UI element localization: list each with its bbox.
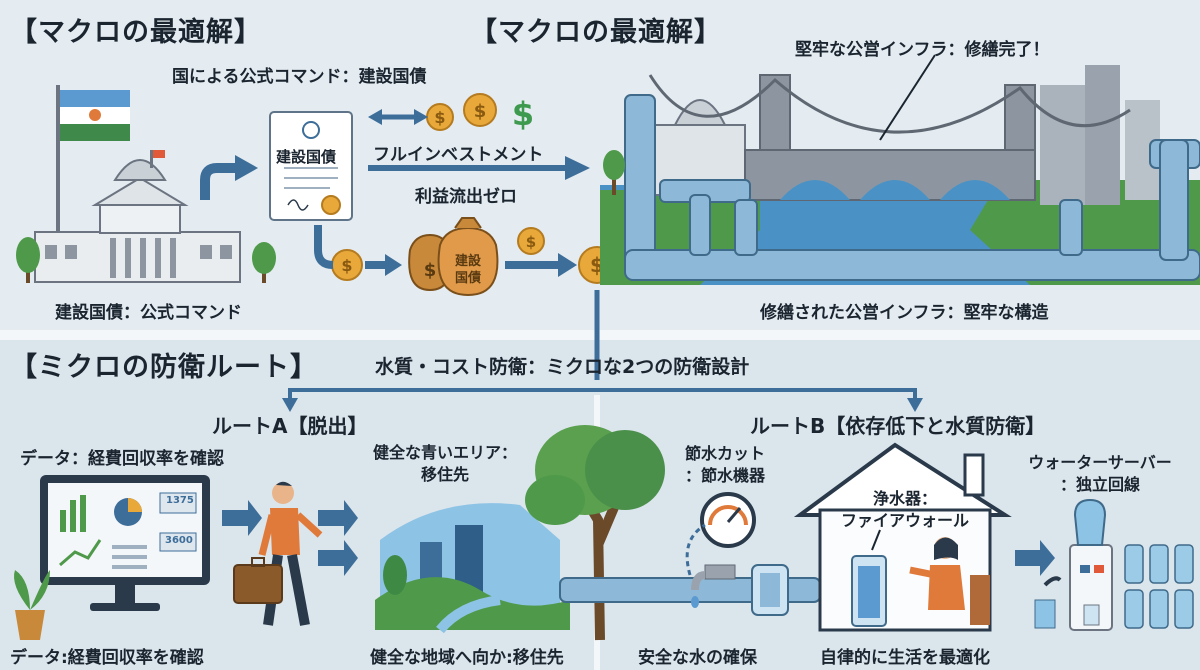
- screen-number-2: 3600: [165, 535, 193, 546]
- optimize-caption: 自律的に生活を最適化: [820, 648, 990, 668]
- water-server-icon: [1069, 498, 1113, 631]
- filter-icon: [851, 555, 887, 627]
- money-bag-icon: $: [408, 217, 499, 297]
- filter-icon: [751, 564, 789, 616]
- healthy-area: [375, 503, 570, 634]
- svg-text:$: $: [512, 95, 534, 133]
- svg-text:$: $: [341, 256, 352, 275]
- route-b-title: ルートB【依存低下と水質防衛】: [750, 414, 1046, 438]
- tree-icon: [525, 425, 665, 641]
- flag-icon: [56, 85, 130, 280]
- order-label: 国による公式コマンド：建設国債: [172, 67, 427, 87]
- monitor-icon: [40, 475, 210, 611]
- micro-heading: 【ミクロの防衛ルート】: [10, 352, 318, 383]
- double-arrow: [368, 109, 428, 125]
- pipe-icon: [624, 94, 1200, 281]
- gauge-icon: [700, 492, 756, 548]
- svg-text:$: $: [434, 108, 445, 127]
- screen-number-1: 1375: [166, 495, 194, 506]
- water-server-line-2: ：独立回線: [1059, 475, 1140, 494]
- macro-heading: 【マクロの最適解】: [470, 17, 722, 48]
- data-label-bottom: データ:経費回収率を確認: [10, 648, 204, 668]
- safe-water-caption: 安全な水の確保: [638, 648, 757, 668]
- water-server-label: ウォーターサーバー ：独立回線: [1010, 452, 1190, 496]
- water-cut-line-2: ：節水機器: [684, 466, 765, 485]
- micro-subtitle: 水質・コスト防衛：ミクロな2つの防衛設計: [375, 356, 750, 378]
- house-icon: [793, 442, 1012, 632]
- svg-text:$: $: [424, 260, 437, 281]
- capitol-icon: [34, 150, 241, 283]
- tree-icon: [16, 237, 276, 283]
- purifier-line-1: 浄水器：: [872, 489, 937, 508]
- route-a-title: ルートA【脱出】: [212, 414, 368, 438]
- infra-callout: 堅牢な公営インフラ：修繕完了！: [795, 40, 1050, 60]
- plant-icon: [14, 570, 50, 640]
- purifier-label: 浄水器： ファイアウォール: [830, 488, 980, 532]
- bottle-icon: [1124, 544, 1194, 629]
- infra-caption: 修繕された公営インフラ：堅牢な構造: [760, 303, 1049, 323]
- healthy-area-label: 健全な青いエリア： 移住先: [365, 442, 525, 486]
- water-cut-label: 節水カット ：節水機器: [670, 443, 780, 487]
- water-cut-line-1: 節水カット: [684, 444, 765, 463]
- full-investment-label: フルインベストメント: [373, 145, 544, 165]
- govt-caption: 建設国債：公式コマンド: [55, 303, 242, 323]
- faucet-icon: [691, 564, 736, 608]
- bag-label-bottom: 国債: [455, 271, 482, 286]
- svg-text:$: $: [526, 233, 536, 251]
- water-server-line-1: ウォーターサーバー: [1028, 453, 1172, 472]
- zero-outflow-label: 利益流出ゼロ: [415, 187, 517, 207]
- purifier-line-2: ファイアウォール: [840, 511, 969, 530]
- document-icon: [269, 111, 353, 221]
- person-icon: [909, 537, 990, 625]
- healthy-area-line-1: 健全な青いエリア：: [372, 443, 517, 462]
- data-label-top: データ：経費回収率を確認: [20, 449, 224, 469]
- healthy-area-line-2: 移住先: [420, 465, 469, 484]
- tree-icon: [603, 150, 625, 195]
- suitcase-icon: [233, 557, 283, 604]
- svg-text:$: $: [474, 101, 487, 122]
- macro-heading-left: 【マクロの最適解】: [10, 17, 262, 48]
- migrate-caption: 健全な地域へ向か:移住先: [370, 648, 564, 668]
- panel-divider: [0, 330, 1200, 340]
- bag-label-top: 建設: [455, 254, 482, 269]
- document-title: 建設国債: [276, 148, 337, 166]
